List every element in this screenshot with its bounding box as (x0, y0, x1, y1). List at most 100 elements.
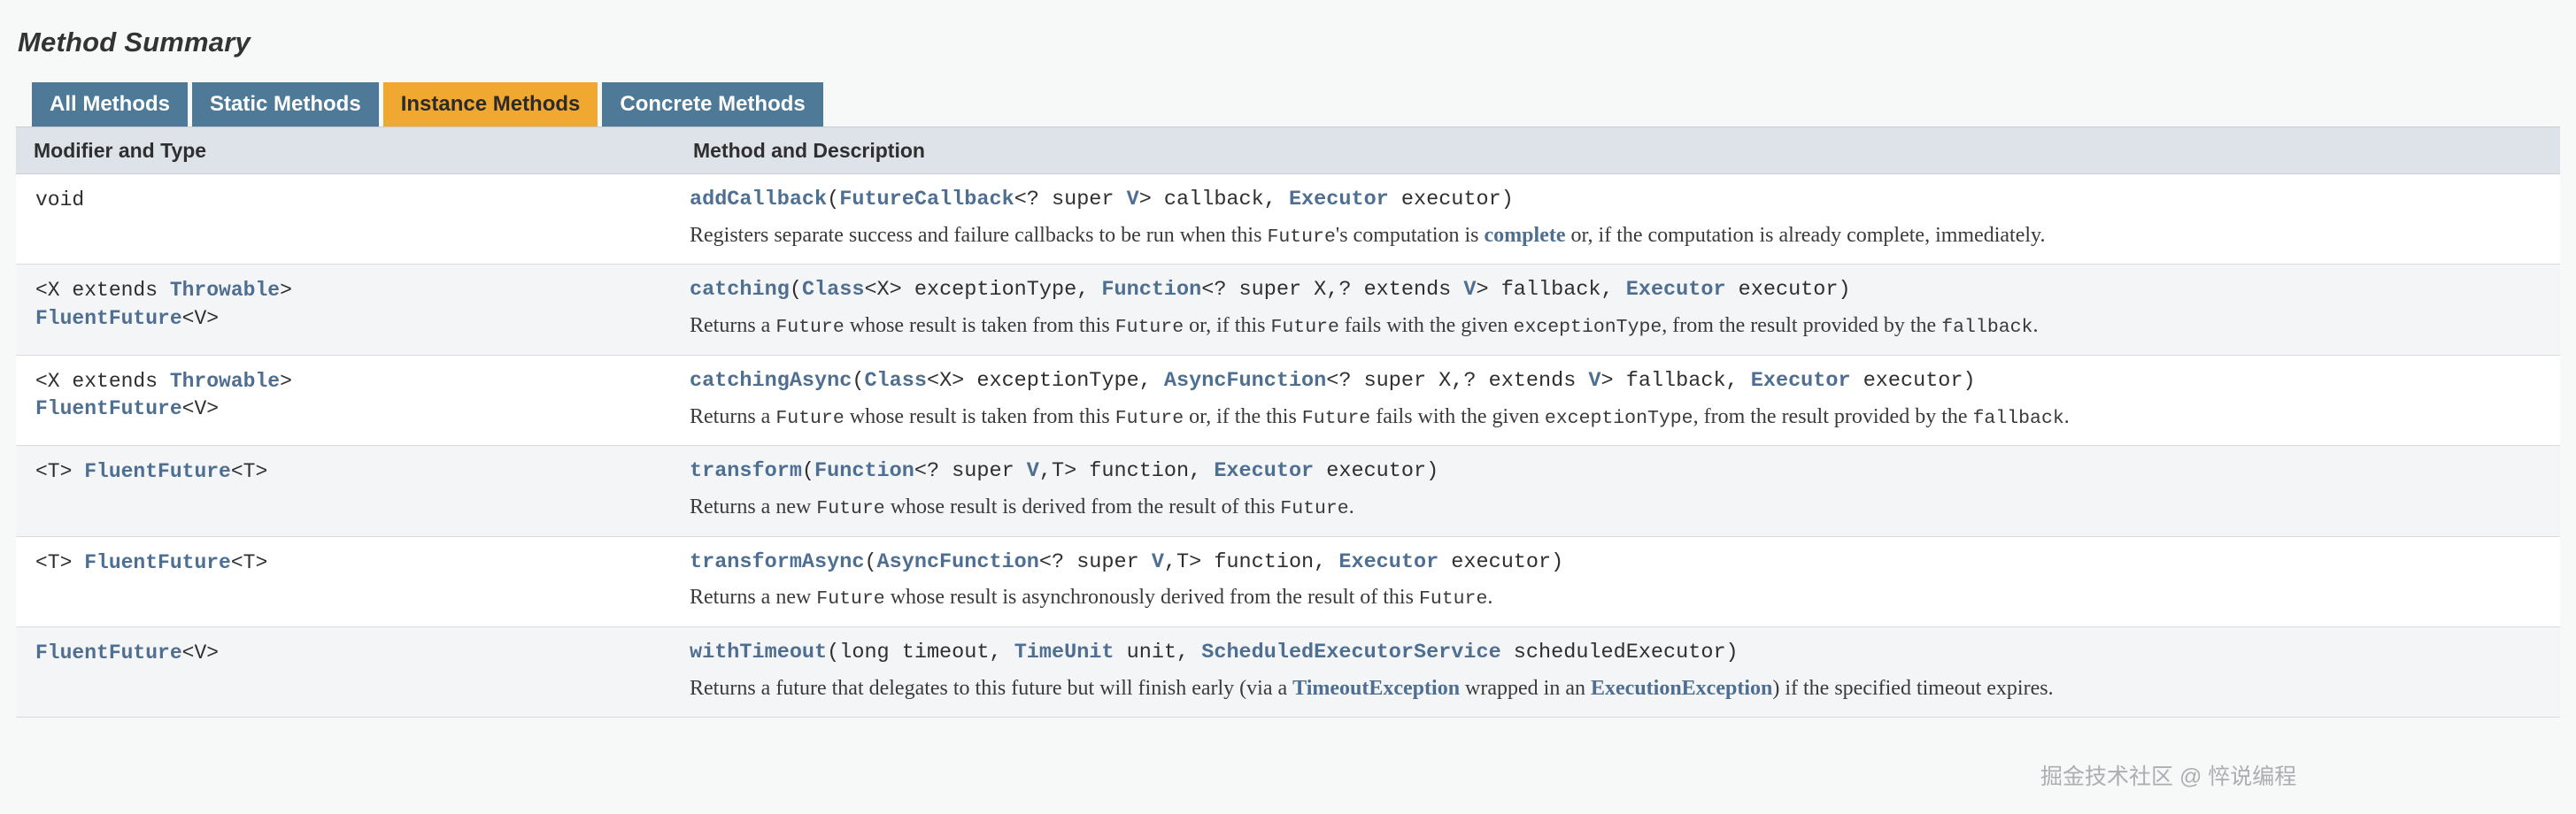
description-text: . (1487, 586, 1493, 610)
cell-method-and-description: transformAsync(AsyncFunction<? super V,T… (675, 536, 2560, 628)
inline-code: Future (1301, 407, 1371, 429)
cell-modifier-and-type: <T> FluentFuture<T> (16, 536, 675, 628)
type-link[interactable]: AsyncFunction (876, 549, 1039, 574)
signature-text: ( (864, 549, 877, 574)
signature-text: <? super (1014, 188, 1127, 211)
type-link[interactable]: Class (801, 278, 865, 303)
column-header-modifier-and-type: Modifier and Type (16, 127, 675, 174)
description-text: . (2048, 676, 2054, 700)
cell-method-and-description: catching(Class<X> exceptionType, Functio… (675, 264, 2560, 356)
inline-code: Future (816, 588, 885, 610)
method-description: Returns a new Future whose result is der… (690, 494, 2551, 522)
type-link[interactable]: V (1463, 278, 1477, 303)
signature-text: <? super X,? extends (1326, 368, 1589, 393)
description-text: whose result is taken from this (844, 404, 1115, 428)
tab-all-methods[interactable]: All Methods (32, 82, 188, 127)
type-link[interactable]: FluentFuture (35, 306, 182, 330)
tab-instance-methods[interactable]: Instance Methods (382, 82, 598, 127)
type-link[interactable]: Throwable (169, 279, 281, 303)
type-link[interactable]: Throwable (169, 369, 281, 393)
type-link[interactable]: FluentFuture (84, 550, 231, 574)
description-link[interactable]: TimeoutException (1292, 676, 1461, 700)
description-link[interactable]: ExecutionException (1591, 676, 1773, 700)
type-link[interactable]: Function (814, 459, 914, 484)
type-link[interactable]: FluentFuture (35, 397, 182, 421)
tab-concrete-methods[interactable]: Concrete Methods (602, 82, 823, 127)
description-text: or, if the computation is already comple… (1565, 223, 2046, 247)
type-link[interactable]: Class (864, 368, 927, 393)
type-link[interactable]: Executor (1338, 549, 1439, 574)
type-link[interactable]: V (1151, 549, 1164, 574)
type-link[interactable]: V (1588, 368, 1601, 393)
description-text: Returns a (690, 314, 776, 338)
signature-text: > callback, (1138, 188, 1289, 211)
method-signature: transform(Function<? super V,T> function… (690, 458, 2551, 486)
description-link[interactable]: complete (1484, 223, 1566, 247)
method-name-link[interactable]: catching (690, 278, 790, 303)
inline-code: exceptionType (1544, 407, 1693, 429)
signature-text: <? super (914, 459, 1027, 484)
description-text: Returns a (690, 404, 776, 428)
inline-code: Future (1114, 407, 1184, 429)
type-link[interactable]: FutureCallback (839, 188, 1014, 211)
signature-text: <X> exceptionType, (926, 368, 1164, 393)
description-text: or, if the this (1184, 404, 1302, 428)
watermark: 掘金技术社区 @ 悴说编程 (2040, 764, 2297, 789)
method-signature: transformAsync(AsyncFunction<? super V,T… (690, 549, 2551, 577)
method-name-link[interactable]: addCallback (690, 188, 828, 211)
method-signature: catchingAsync(Class<X> exceptionType, As… (690, 368, 2551, 395)
inline-code: exceptionType (1513, 317, 1662, 339)
description-text: , from the result provided by the (1662, 314, 1942, 338)
type-link[interactable]: Function (1101, 278, 1202, 303)
signature-text: ( (852, 368, 865, 393)
signature-text: <T> (230, 460, 268, 484)
type-link[interactable]: FluentFuture (84, 460, 231, 484)
type-link[interactable]: V (1126, 188, 1139, 211)
signature-text: <T> (35, 550, 85, 574)
description-text: Returns a new (690, 495, 817, 518)
signature-text: <V> (181, 306, 220, 330)
signature-text: <X> exceptionType, (864, 278, 1102, 303)
signature-text: <X extends (35, 279, 170, 303)
type-link[interactable]: AsyncFunction (1163, 368, 1327, 393)
method-signature: catching(Class<X> exceptionType, Functio… (690, 277, 2551, 304)
table-row: <T> FluentFuture<T>transform(Function<? … (16, 445, 2560, 537)
inline-code: Future (775, 317, 845, 339)
type-link[interactable]: Executor (1750, 368, 1851, 393)
inline-code: fallback (1972, 407, 2064, 429)
type-link[interactable]: V (1026, 459, 1039, 484)
description-text: 's computation is (1335, 223, 1485, 247)
cell-method-and-description: withTimeout(long timeout, TimeUnit unit,… (675, 626, 2560, 718)
description-text: Registers separate success and failure c… (690, 223, 1268, 247)
method-name-link[interactable]: catchingAsync (690, 368, 852, 393)
table-row: <X extends Throwable>FluentFuture<V>catc… (16, 355, 2560, 447)
type-link[interactable]: FluentFuture (35, 641, 182, 665)
cell-modifier-and-type: void (16, 173, 675, 265)
inline-code: Future (1114, 317, 1184, 339)
type-link[interactable]: TimeUnit (1014, 641, 1114, 665)
signature-text: ,T> function, (1038, 459, 1215, 484)
description-text: . (2032, 314, 2039, 338)
description-text: . (1348, 495, 1354, 518)
type-link[interactable]: Executor (1214, 459, 1315, 484)
signature-text: <T> (230, 550, 268, 574)
table-header-row: Modifier and Type Method and Description (16, 127, 2560, 174)
type-link[interactable]: Executor (1288, 188, 1389, 211)
signature-text: ( (789, 278, 802, 303)
signature-text: (long timeout, (827, 641, 1014, 665)
cell-method-and-description: catchingAsync(Class<X> exceptionType, As… (675, 355, 2560, 447)
method-name-link[interactable]: transform (690, 459, 802, 484)
tab-static-methods[interactable]: Static Methods (192, 82, 379, 127)
signature-text: executor) (1438, 549, 1564, 574)
signature-text: scheduledExecutor) (1500, 641, 1739, 665)
method-name-link[interactable]: transformAsync (690, 549, 865, 574)
page-title: Method Summary (18, 27, 251, 58)
inline-code: Future (1418, 588, 1488, 610)
type-link[interactable]: ScheduledExecutorService (1201, 641, 1501, 665)
signature-text: > (280, 369, 292, 393)
signature-text: executor) (1314, 459, 1439, 484)
type-link[interactable]: Executor (1625, 278, 1726, 303)
method-name-link[interactable]: withTimeout (690, 641, 828, 665)
